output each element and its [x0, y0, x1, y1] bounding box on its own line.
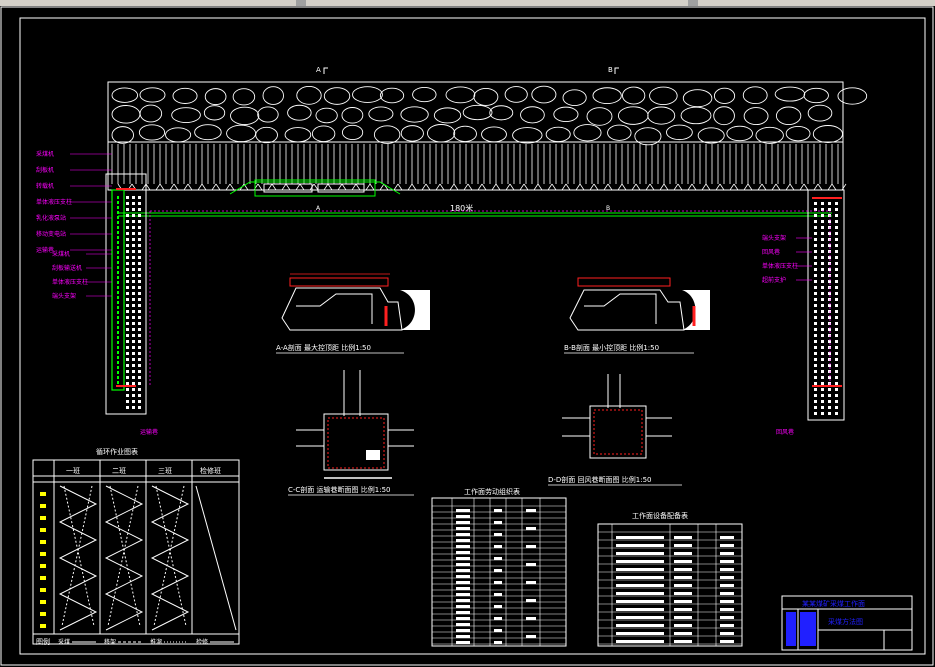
right-annotation-4: 超前支护 [762, 276, 786, 284]
left-annotation-4: 单体液压支柱 [36, 198, 72, 206]
scroll-knob-right[interactable] [688, 0, 698, 6]
bottom-left-annotation: 运输巷 [140, 428, 158, 436]
cycle-chart [32, 459, 240, 645]
section-marker-a-mid: A [316, 205, 321, 212]
drawing-border-inner [19, 17, 926, 655]
face-length-label: 180米 [450, 203, 473, 213]
left-annotation-2: 刮板机 [36, 166, 54, 174]
cycle-chart-title: 循环作业图表 [96, 447, 138, 456]
cycle-legend-2: 移架 [104, 638, 116, 646]
haulage-roadway-left [105, 173, 147, 415]
section-aa-drawing [281, 273, 430, 331]
cycle-legend-4: 检修 [196, 638, 208, 646]
cycle-legend-1: 采煤 [58, 638, 70, 646]
return-roadway-right [807, 189, 845, 421]
section-dd-caption: D-D剖面 回风巷断面图 比例1:50 [548, 475, 651, 484]
right-annotation-2: 回风巷 [762, 248, 780, 256]
left-annotation-9: 刮板输送机 [52, 264, 82, 272]
labor-table-title: 工作面劳动组织表 [464, 487, 520, 496]
cycle-legend-title: 图例 [36, 637, 50, 646]
cycle-col-1: 一班 [66, 466, 80, 475]
roof-rock-layer [107, 81, 868, 146]
section-arrow-b [614, 67, 619, 74]
section-marker-a: A [316, 66, 321, 74]
title-block [781, 595, 913, 651]
toolbar-strip [0, 0, 935, 6]
left-annotation-6: 移动变电站 [36, 230, 66, 238]
labor-table [431, 497, 567, 647]
drawing-border-outer [0, 6, 934, 666]
bottom-right-annotation: 回风巷 [776, 428, 794, 436]
left-annotation-8: 采煤机 [52, 250, 70, 258]
left-annotation-11: 端头支架 [52, 292, 76, 300]
title-block-org: 某某煤矿采煤工作面 [802, 599, 865, 608]
left-annotation-3: 转载机 [36, 182, 54, 190]
equipment-table-title: 工作面设备配备表 [632, 511, 688, 520]
scroll-knob[interactable] [296, 0, 306, 6]
left-annotation-7: 运输巷 [36, 246, 54, 254]
face-leader-lines [149, 210, 831, 386]
section-aa-caption: A-A剖面 最大控顶距 比例1:50 [276, 343, 371, 352]
left-annotation-5: 乳化液泵站 [36, 214, 66, 222]
section-cc-drawing [296, 370, 414, 479]
section-bb-caption: B-B剖面 最小控顶距 比例1:50 [564, 343, 659, 352]
left-annotation-1: 采煤机 [36, 150, 54, 158]
section-dd-drawing [562, 374, 672, 459]
cycle-col-3: 三班 [158, 466, 172, 475]
left-annotation-group: 采煤机刮板机转载机单体液压支柱乳化液泵站移动变电站运输巷采煤机刮板输送机单体液压… [36, 150, 112, 300]
section-bb-drawing [569, 277, 710, 331]
section-arrow-a [323, 67, 328, 74]
right-annotation-3: 单体液压支柱 [762, 262, 798, 270]
section-marker-b-mid: B [606, 205, 610, 212]
title-block-drawing: 采煤方法图 [828, 617, 863, 626]
cycle-legend-3: 推溜 [150, 638, 162, 646]
left-annotation-10: 单体液压支柱 [52, 278, 88, 286]
right-annotation-1: 端头支架 [762, 234, 786, 242]
cycle-col-4: 检修班 [200, 466, 221, 475]
face-conveyor [118, 179, 832, 217]
equipment-table [597, 523, 743, 647]
section-cc-caption: C-C剖面 运输巷断面图 比例1:50 [288, 485, 390, 494]
hydraulic-support-row [107, 141, 847, 191]
cycle-col-2: 二班 [112, 466, 126, 475]
section-marker-b: B [608, 66, 613, 74]
